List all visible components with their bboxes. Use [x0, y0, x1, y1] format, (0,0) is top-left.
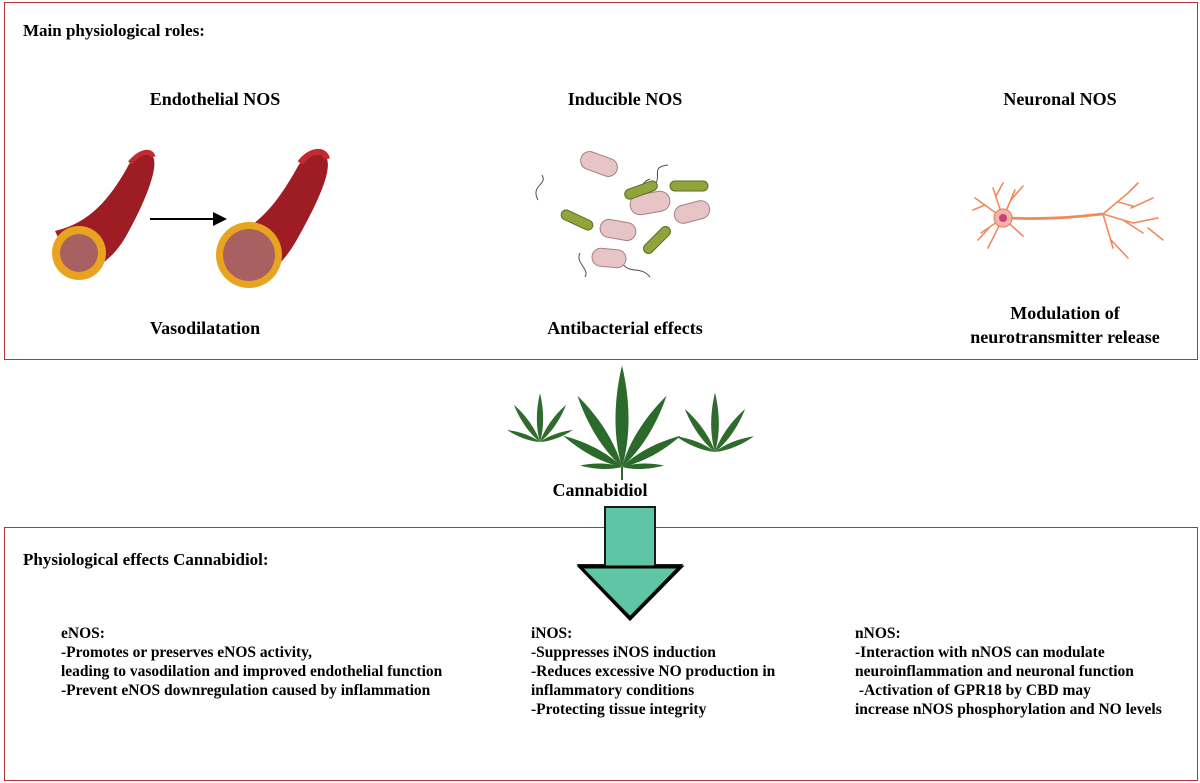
blood-vessel-icon [52, 149, 330, 288]
cannabidiol-label: Cannabidiol [552, 480, 648, 500]
caption-line-1: Modulation of [1010, 303, 1120, 323]
panel-heading: Main physiological roles: [23, 21, 205, 40]
nnos-effects: nNOS: -Interaction with nNOS can modulat… [855, 624, 1162, 719]
effects-line: -Protecting tissue integrity [531, 701, 707, 718]
bacteria-icon [535, 151, 711, 278]
caption-antibacterial: Antibacterial effects [547, 318, 703, 338]
effects-label: nNOS: [855, 625, 901, 642]
effects-line: inflammatory conditions [531, 682, 695, 699]
effects-line: -Promotes or preserves eNOS activity, [61, 644, 312, 661]
neuron-icon [972, 182, 1164, 259]
caption-line-2: neurotransmitter release [970, 327, 1160, 347]
effects-label: eNOS: [61, 625, 105, 642]
enos-effects: eNOS: -Promotes or preserves eNOS activi… [61, 624, 442, 700]
effects-line: neuroinflammation and neuronal function [855, 663, 1134, 680]
effects-line: leading to vasodilation and improved end… [61, 663, 443, 680]
effects-line: increase nNOS phosphorylation and NO lev… [855, 701, 1162, 718]
effects-line: -Suppresses iNOS induction [531, 644, 716, 661]
down-arrow-icon [576, 506, 685, 622]
caption-neurotransmitter: Modulation of neurotransmitter release [935, 301, 1195, 349]
effects-label: iNOS: [531, 625, 573, 642]
caption-vasodilatation: Vasodilatation [149, 318, 261, 338]
column-title-endothelial: Endothelial NOS [149, 89, 281, 109]
effects-line: -Activation of GPR18 by CBD may [855, 682, 1091, 699]
column-title-neuronal: Neuronal NOS [1003, 89, 1117, 109]
cannabis-leaf-icon [506, 365, 755, 480]
effects-line: -Interaction with nNOS can modulate [855, 644, 1105, 661]
panel-heading: Physiological effects Cannabidiol: [23, 550, 269, 569]
effects-line: -Reduces excessive NO production in [531, 663, 776, 680]
physiological-roles-panel: Main physiological roles: Endothelial NO… [4, 2, 1198, 360]
inos-effects: iNOS: -Suppresses iNOS induction -Reduce… [531, 624, 775, 719]
effects-line: -Prevent eNOS downregulation caused by i… [61, 682, 431, 699]
column-title-inducible: Inducible NOS [567, 89, 683, 109]
